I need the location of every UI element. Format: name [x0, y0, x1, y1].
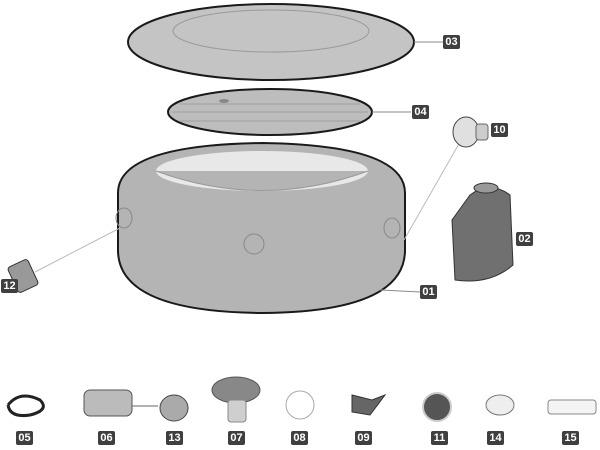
part-badge-13: 13: [166, 431, 183, 445]
part-badge-05: 05: [16, 431, 33, 445]
part-badge-04: 04: [412, 105, 429, 119]
part-badge-14: 14: [487, 431, 504, 445]
spa-cover-illustration: [127, 3, 443, 81]
part-badge-01: 01: [420, 285, 437, 299]
pump-illustration: [451, 182, 514, 282]
part-badge-06: 06: [98, 431, 115, 445]
small-parts-row: [6, 376, 597, 423]
part-badge-07: 07: [228, 431, 245, 445]
inflatable-lid-illustration: [167, 88, 411, 136]
spa-body-illustration: [34, 141, 461, 315]
valve-illustration: [452, 116, 489, 148]
part-badge-12: 12: [1, 279, 18, 293]
part-badge-10: 10: [491, 123, 508, 137]
part-badge-15: 15: [562, 431, 579, 445]
part-badge-02: 02: [516, 232, 533, 246]
part-badge-03: 03: [443, 35, 460, 49]
part-badge-08: 08: [291, 431, 308, 445]
part-badge-11: 11: [431, 431, 448, 445]
part-badge-09: 09: [355, 431, 372, 445]
